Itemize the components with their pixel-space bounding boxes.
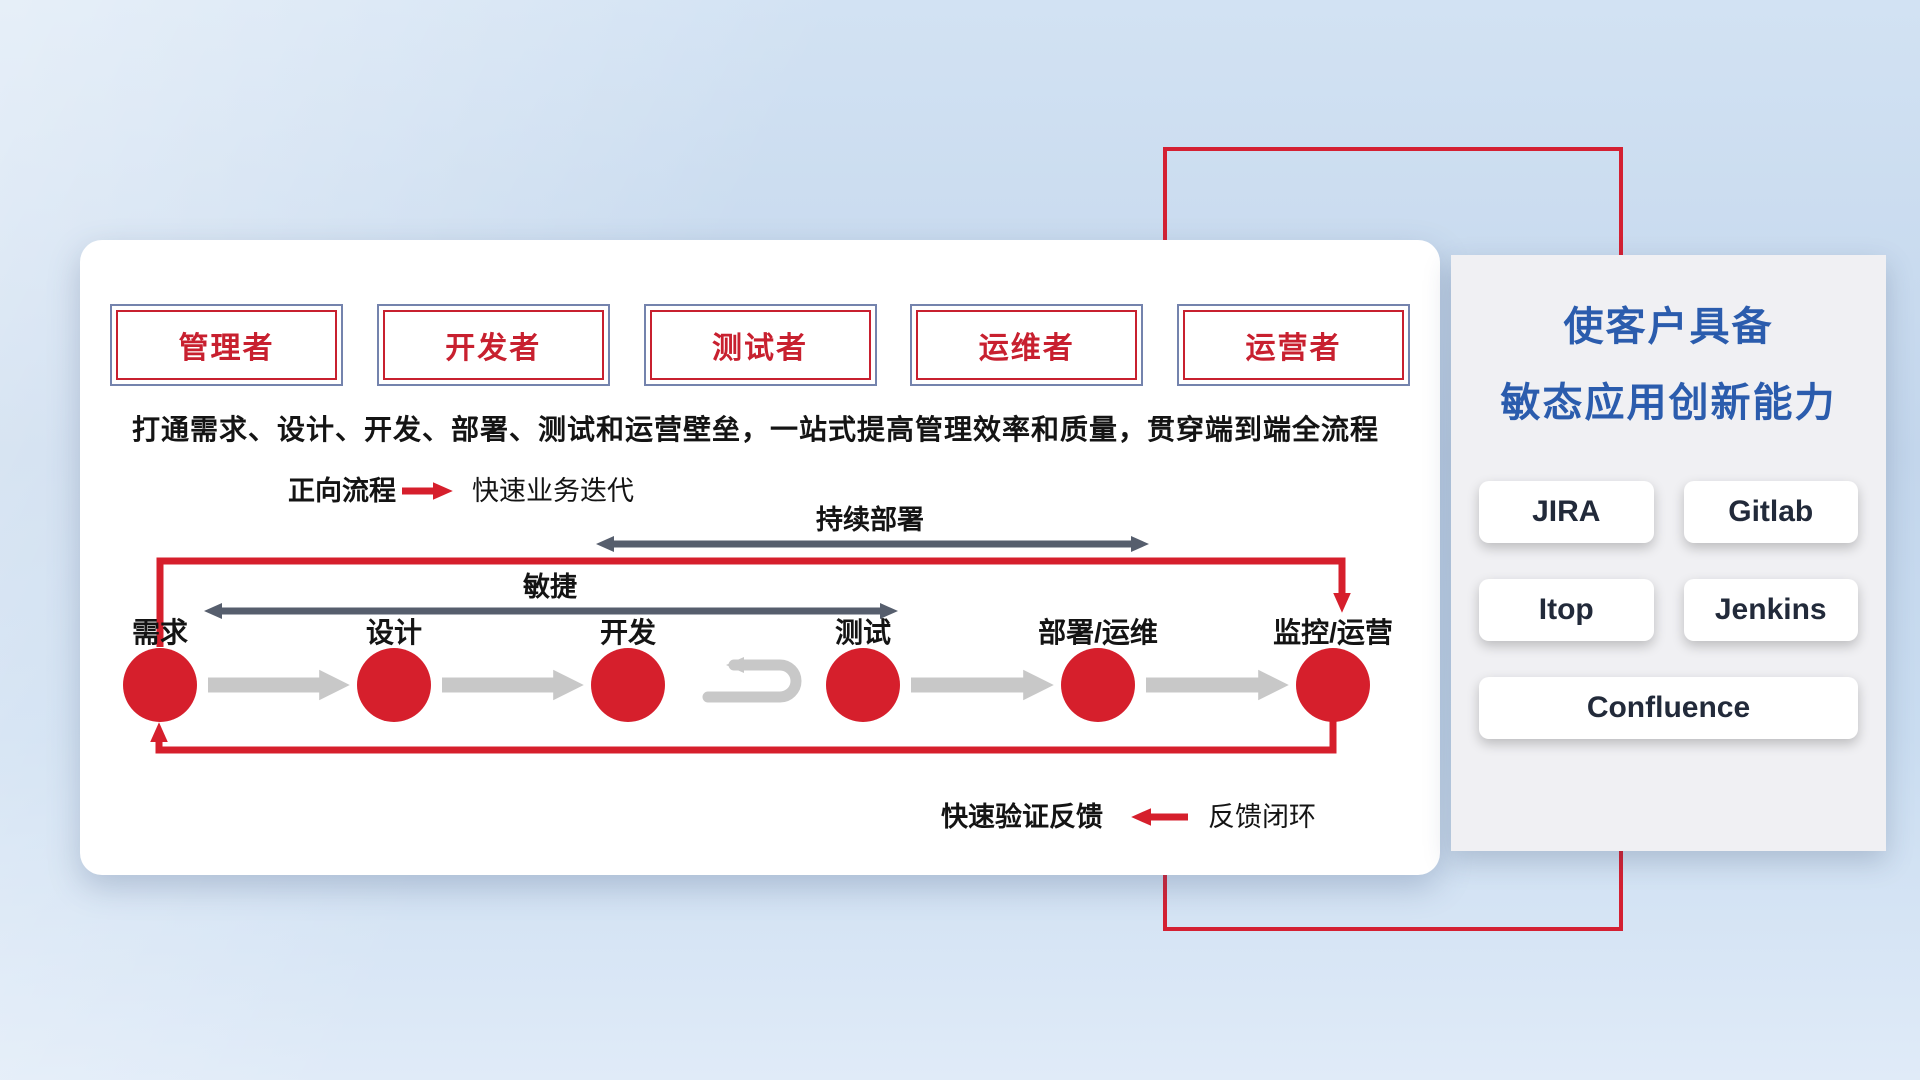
stage-dot-deploy-ops — [1061, 648, 1135, 722]
iterate-uturn-arrow-icon — [702, 657, 802, 703]
role-box-operator: 运营者 — [1177, 304, 1410, 386]
tool-confluence: Confluence — [1479, 677, 1858, 739]
subtitle: 打通需求、设计、开发、部署、测试和运营壁垒，一站式提高管理效率和质量，贯穿端到端… — [132, 414, 1380, 445]
stage-dot-monitor-operate — [1296, 648, 1370, 722]
continuous-deploy-label: 持续部署 — [816, 504, 924, 535]
role-label-operator: 运营者 — [1183, 310, 1404, 380]
devops-flow-card: 管理者 开发者 测试者 运维者 运营者 打通需求、设计、开发、部署、测试和运营壁… — [80, 240, 1440, 875]
tool-gitlab: Gitlab — [1683, 481, 1858, 543]
stage-label-deploy-ops: 部署/运维 — [1038, 617, 1158, 648]
role-box-tester: 测试者 — [643, 304, 877, 386]
stage-dot-design — [357, 648, 431, 722]
agile-label: 敏捷 — [522, 572, 578, 602]
role-box-ops: 运维者 — [910, 304, 1144, 386]
stage-requirements: 需求 — [123, 617, 197, 722]
roles-row: 管理者 开发者 测试者 运维者 运营者 — [110, 304, 1410, 386]
stage-develop: 开发 — [591, 616, 665, 722]
role-label-ops: 运维者 — [916, 310, 1138, 380]
panel-title-line1: 使客户具备 — [1563, 305, 1774, 349]
legend-feedback-label: 快速验证反馈 — [941, 801, 1103, 832]
panel-title: 使客户具备 敏态应用创新能力 — [1451, 289, 1886, 441]
tool-jira: JIRA — [1479, 481, 1654, 543]
stage-label-requirements: 需求 — [132, 617, 188, 648]
flow-diagram: 正向流程 快速业务迭代 持续部署 敏捷 需求 设计 开发 — [123, 475, 1393, 832]
tool-itop: Itop — [1479, 579, 1654, 641]
role-label-tester: 测试者 — [649, 310, 871, 380]
role-box-manager: 管理者 — [110, 304, 343, 386]
capability-panel: 使客户具备 敏态应用创新能力 JIRA Gitlab Itop Jenkins … — [1451, 255, 1886, 851]
stage-dot-develop — [591, 648, 665, 722]
tools-grid: JIRA Gitlab Itop Jenkins Confluence — [1451, 441, 1886, 739]
stage-test: 测试 — [826, 617, 900, 722]
stage-label-design: 设计 — [366, 617, 422, 648]
legend-forward-label: 正向流程 — [288, 475, 396, 506]
stage-design: 设计 — [357, 617, 431, 722]
feedback-loop-path — [150, 721, 1337, 754]
tool-jenkins: Jenkins — [1683, 579, 1858, 641]
stage-deploy-ops: 部署/运维 — [1038, 617, 1158, 722]
stage-label-test: 测试 — [835, 617, 891, 648]
stage-dot-requirements — [123, 648, 197, 722]
role-box-developer: 开发者 — [376, 304, 610, 386]
panel-title-line2: 敏态应用创新能力 — [1500, 381, 1837, 425]
stage-label-monitor-operate: 监控/运营 — [1273, 617, 1393, 648]
legend-feedback-desc: 反馈闭环 — [1208, 802, 1316, 832]
forward-loop-path — [156, 557, 1351, 647]
stage-monitor-operate: 监控/运营 — [1273, 617, 1393, 722]
legend-forward-desc: 快速业务迭代 — [472, 476, 634, 506]
stage-label-develop: 开发 — [600, 616, 656, 648]
role-label-manager: 管理者 — [116, 310, 337, 380]
role-label-developer: 开发者 — [382, 310, 604, 380]
stage-dot-test — [826, 648, 900, 722]
